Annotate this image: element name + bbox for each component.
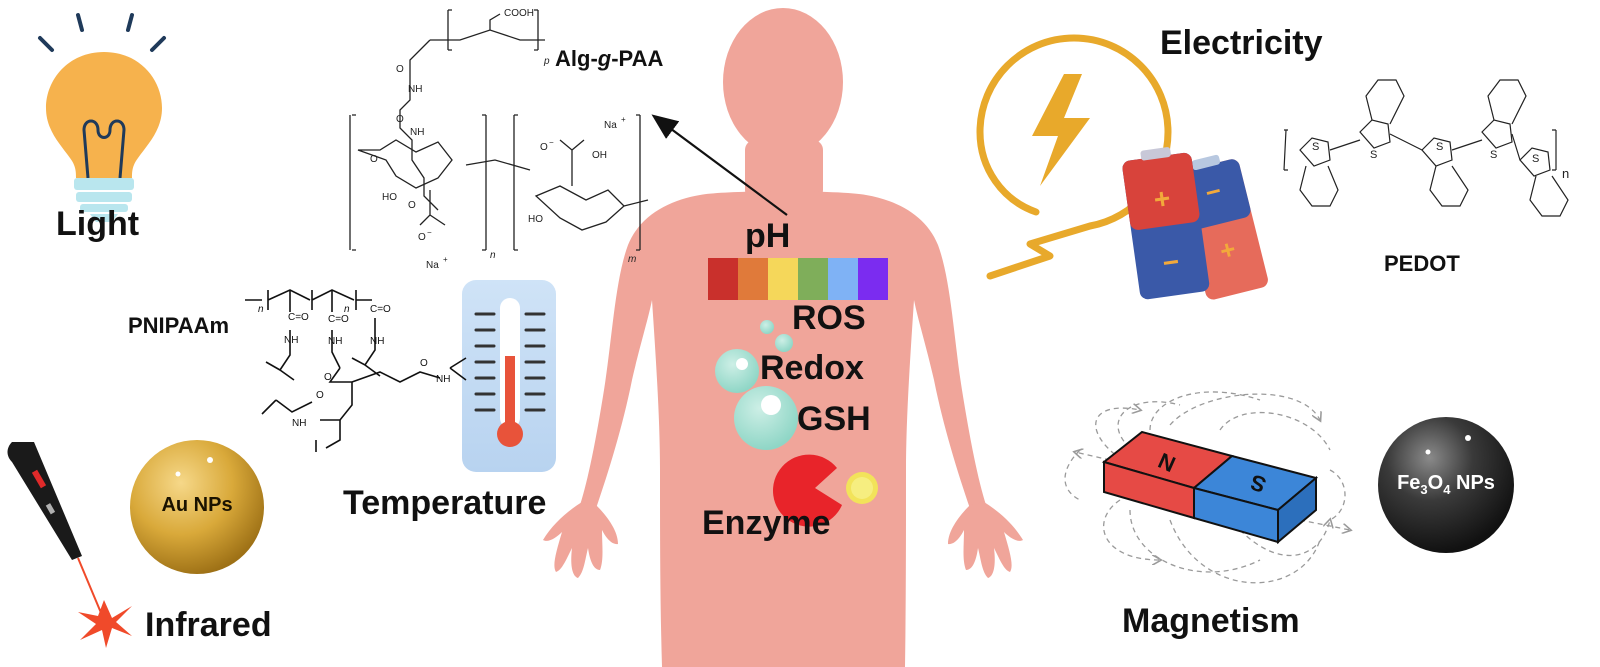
- ph-label: pH: [745, 217, 791, 255]
- temperature-label: Temperature: [343, 484, 547, 522]
- alg-g-paa-atoms: COOH p NH O O NH O O HO O − Na + n O − N…: [370, 8, 636, 271]
- enzyme-label: Enzyme: [702, 504, 831, 542]
- o-minus-label: O: [418, 232, 426, 243]
- nh-label-p2: NH: [328, 336, 342, 347]
- pnipaam-structure: [245, 289, 467, 452]
- gsh-label: GSH: [797, 400, 871, 438]
- o-label-p2: O: [420, 358, 428, 369]
- s-label-5: S: [1532, 153, 1539, 165]
- battery-minus-label: −: [1202, 175, 1224, 208]
- ph-scale-segment: [768, 258, 798, 300]
- au-nanoparticle-icon: [130, 440, 264, 574]
- ros-label: ROS: [792, 299, 866, 337]
- ph-color-scale: [708, 258, 888, 300]
- fe3o4-nps-label: Fe3O4 NPs: [1397, 472, 1495, 497]
- na-label: Na: [426, 260, 439, 271]
- enzyme-icon: [772, 454, 878, 527]
- battery-plus-label-2: +: [1152, 182, 1173, 215]
- light-label: Light: [56, 205, 140, 243]
- pedot-n-subscript: n: [1562, 166, 1569, 181]
- ph-scale-segment: [708, 258, 738, 300]
- bar-magnet-icon: N S: [1101, 430, 1319, 545]
- alg-g-paa-structure: [349, 9, 649, 251]
- amide-o-label-2: O: [396, 114, 404, 125]
- amide-nh-label: NH: [408, 84, 422, 95]
- oh-label: OH: [592, 150, 607, 161]
- c-eq-o-label-3: C=O: [370, 304, 391, 315]
- o-minus-sign: −: [427, 228, 432, 237]
- au-nps-label: Au NPs: [161, 494, 233, 516]
- fe3o4-nanoparticle-icon: [1378, 417, 1514, 553]
- amide-nh-label-2: NH: [410, 127, 424, 138]
- nh-label-p5: NH: [292, 418, 306, 429]
- s-label-1: S: [1312, 141, 1319, 153]
- magnet-field-lines: [1064, 391, 1350, 584]
- cooh-label: COOH: [504, 8, 534, 19]
- amide-o-label: O: [396, 64, 404, 75]
- pnipaam-n-2: n: [344, 304, 350, 315]
- c-eq-o-label: C=O: [288, 312, 309, 323]
- battery-minus-label-2: −: [1161, 246, 1182, 279]
- ph-scale-segment: [738, 258, 768, 300]
- ph-scale-segment: [828, 258, 858, 300]
- pnipaam-label: PNIPAAm: [128, 313, 230, 338]
- pedot-atoms: S S S S S n: [1312, 141, 1569, 181]
- na-plus-2: +: [621, 115, 626, 124]
- ph-scale-segment: [858, 258, 888, 300]
- nh-label-p4: NH: [436, 374, 450, 385]
- s-label-2: S: [1370, 149, 1377, 161]
- na-plus: +: [443, 255, 448, 264]
- laser-pointer-icon: [7, 442, 132, 648]
- s-label-4: S: [1490, 149, 1497, 161]
- s-label-3: S: [1436, 141, 1443, 153]
- na-label-2: Na: [604, 120, 617, 131]
- m-subscript: m: [628, 254, 636, 265]
- light-bulb-icon: [38, 13, 166, 222]
- pedot-label: PEDOT: [1384, 251, 1460, 276]
- c-eq-o-label-2: C=O: [328, 314, 349, 325]
- o-minus-sign-2: −: [549, 138, 554, 147]
- ph-scale-segment: [798, 258, 828, 300]
- battery-plus-label: +: [1217, 233, 1239, 266]
- infrared-label: Infrared: [145, 606, 272, 644]
- thermometer-icon: [462, 280, 556, 472]
- battery-icon: − + + −: [1122, 147, 1268, 300]
- ho-label: HO: [382, 192, 397, 203]
- alg-g-paa-label: Alg-g-PAA: [555, 46, 664, 71]
- ring-o-label: O: [370, 154, 378, 165]
- n-subscript-alg: n: [490, 250, 496, 261]
- ph-to-alg-arrow: [651, 114, 788, 216]
- ho-label-2: HO: [528, 214, 543, 225]
- electricity-label: Electricity: [1160, 24, 1323, 62]
- p-subscript: p: [543, 56, 550, 67]
- nh-label-p3: NH: [370, 336, 384, 347]
- pedot-structure: [1283, 79, 1569, 217]
- bubbles-icon: [715, 320, 798, 450]
- o-label-p3: O: [316, 390, 324, 401]
- ether-o-label: O: [408, 200, 416, 211]
- o-minus-label-2: O: [540, 142, 548, 153]
- pnipaam-atoms: n n C=O C=O C=O NH NH NH O O NH O NH: [258, 304, 450, 429]
- nh-label-p1: NH: [284, 335, 298, 346]
- magnetism-label: Magnetism: [1122, 602, 1300, 640]
- o-label-p1: O: [324, 372, 332, 383]
- pnipaam-n-1: n: [258, 304, 264, 315]
- redox-label: Redox: [760, 349, 864, 387]
